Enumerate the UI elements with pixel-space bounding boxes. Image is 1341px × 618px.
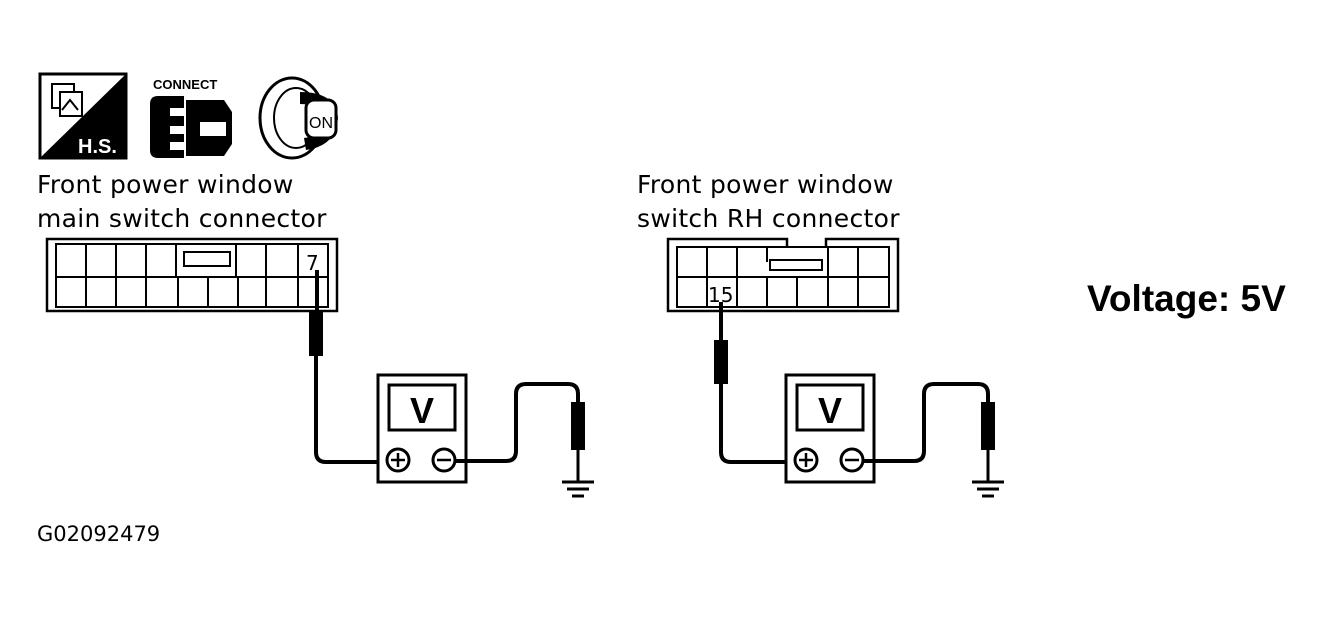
right-caption-line1: Front power window: [637, 170, 894, 199]
left-ground-icon: [562, 402, 594, 498]
main-switch-connector: 7: [45, 237, 339, 313]
right-caption-line2: switch RH connector: [637, 204, 900, 233]
right-positive-lead: [719, 398, 806, 464]
right-voltmeter: V: [784, 373, 876, 484]
left-probe: [309, 270, 323, 380]
hs-label: H.S.: [78, 136, 117, 158]
left-caption-line2: main switch connector: [37, 204, 327, 233]
right-probe: [714, 302, 728, 400]
right-positive-terminal-icon: [793, 447, 819, 473]
left-negative-terminal-icon: [431, 447, 457, 473]
left-terminal-label: 7: [306, 251, 319, 275]
ignition-key-on-icon: ON: [258, 76, 338, 160]
harness-hs-icon: H.S.: [38, 72, 128, 160]
right-negative-terminal-icon: [839, 447, 865, 473]
right-meter-display: V: [818, 390, 842, 431]
key-on-label: ON: [309, 115, 333, 132]
right-ground-icon: [972, 402, 1004, 498]
figure-id: G02092479: [37, 522, 161, 546]
connect-icon: CONNECT: [150, 77, 232, 158]
left-caption-line1: Front power window: [37, 170, 294, 199]
right-negative-lead: [863, 382, 990, 463]
left-voltmeter: V: [376, 373, 468, 484]
connect-label: CONNECT: [153, 77, 217, 92]
left-meter-display: V: [410, 390, 434, 431]
left-positive-lead: [314, 378, 398, 464]
left-negative-lead: [455, 382, 580, 463]
left-positive-terminal-icon: [385, 447, 411, 473]
voltage-result: Voltage: 5V: [1087, 278, 1286, 319]
switch-rh-connector: 15: [666, 237, 900, 313]
